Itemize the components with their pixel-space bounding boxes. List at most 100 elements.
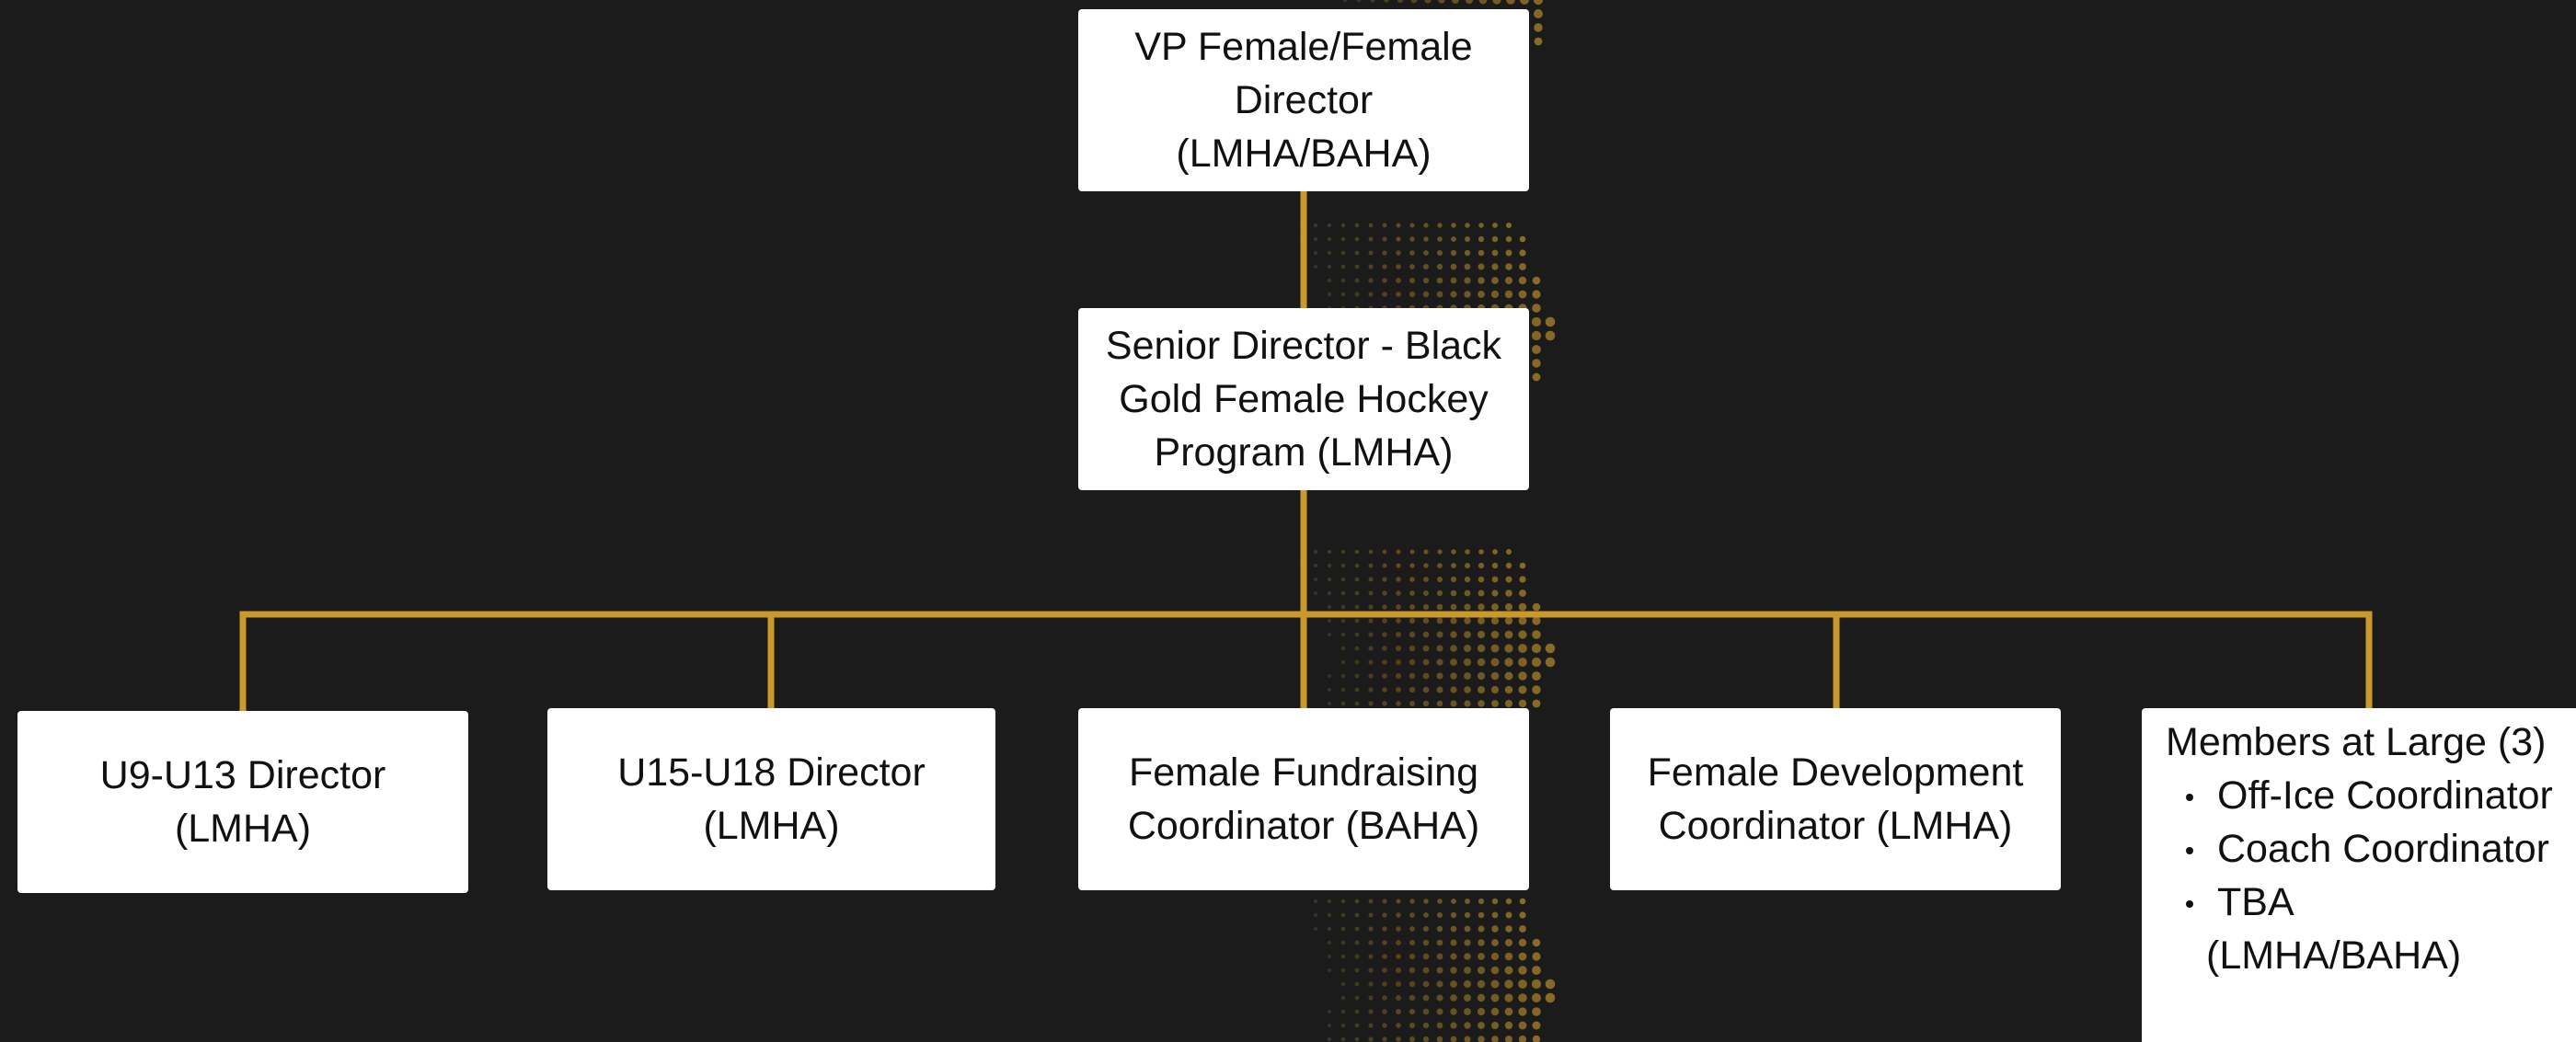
decorative-dot [1396, 646, 1401, 651]
decorative-dot [1328, 674, 1331, 678]
decorative-dot [1532, 938, 1541, 947]
decorative-dot [1531, 330, 1542, 341]
decorative-dot [1354, 632, 1360, 637]
decorative-dot [1478, 223, 1484, 228]
decorative-dot [1396, 1009, 1401, 1014]
decorative-dot [1532, 1021, 1541, 1030]
decorative-dot [1505, 235, 1512, 243]
decorative-dot [1422, 967, 1430, 974]
decorative-dot [1422, 1036, 1430, 1042]
decorative-dot [1519, 925, 1526, 933]
decorative-dot [1396, 1023, 1401, 1028]
decorative-dot [1423, 236, 1429, 242]
decorative-dot [1450, 263, 1457, 270]
decorative-dot [1492, 549, 1498, 555]
decorative-dot [1368, 1009, 1374, 1014]
decorative-dot [1382, 981, 1387, 987]
decorative-dot [1478, 603, 1485, 611]
decorative-dot [1504, 685, 1513, 694]
decorative-dot [1396, 549, 1401, 555]
decorative-dot [1436, 953, 1443, 960]
node-development-coordinator: Female Development Coordinator (LMHA) [1610, 708, 2061, 890]
decorative-dot [1314, 265, 1317, 269]
decorative-dot [1382, 1009, 1387, 1014]
decorative-dot [1327, 618, 1332, 624]
decorative-dot [1436, 925, 1443, 933]
decorative-dot [1409, 953, 1416, 960]
decorative-dot [1368, 618, 1374, 624]
decorative-dot [1506, 223, 1512, 228]
decorative-dot [1477, 658, 1486, 667]
decorative-dot [1519, 263, 1526, 270]
decorative-dot [1464, 291, 1471, 298]
node-u9-u13-director: U9-U13 Director (LMHA) [17, 711, 468, 893]
decorative-dot [1327, 223, 1332, 228]
decorative-dot [1340, 926, 1346, 932]
decorative-dot [1396, 250, 1401, 256]
decorative-dot [1354, 264, 1360, 269]
decorative-dot [1490, 671, 1500, 681]
decorative-dot [1368, 995, 1374, 1001]
node-text-line: Gold Female Hockey [1119, 377, 1489, 421]
decorative-dot [1437, 250, 1443, 256]
decorative-dot [1464, 911, 1471, 919]
decorative-dot [1396, 995, 1401, 1001]
decorative-dot [1354, 659, 1360, 665]
decorative-dot [1396, 912, 1401, 918]
decorative-dot [1354, 646, 1360, 651]
decorative-dot [1518, 658, 1527, 667]
decorative-dot [1532, 671, 1541, 681]
decorative-dot [1518, 616, 1527, 625]
decorative-dot [1464, 939, 1471, 946]
decorative-dot [1491, 911, 1499, 919]
decorative-dot [1368, 549, 1374, 555]
decorative-dot [1382, 549, 1387, 555]
decorative-dot [1464, 277, 1471, 284]
decorative-dot [1396, 940, 1401, 945]
decorative-dot [1490, 979, 1500, 989]
decorative-dot [1477, 1007, 1486, 1016]
decorative-dot [1545, 657, 1556, 668]
decorative-dot [1504, 630, 1513, 639]
decorative-dot [1450, 631, 1457, 638]
decorative-dot [1532, 1007, 1541, 1016]
members-list-item: Coach Coordinator [2166, 822, 2553, 876]
decorative-dot [1424, 0, 1432, 4]
decorative-dot [1422, 291, 1430, 298]
decorative-dot [1409, 631, 1416, 638]
decorative-dot [1368, 264, 1374, 269]
decorative-dot [1396, 954, 1401, 959]
decorative-dot [1451, 236, 1456, 242]
decorative-dot [1518, 1021, 1527, 1030]
decorative-dot [1340, 236, 1346, 242]
decorative-dot [1354, 1009, 1360, 1014]
decorative-dot [1313, 563, 1318, 568]
decorative-dot [1396, 236, 1401, 242]
node-text-line: U9-U13 Director [99, 753, 386, 797]
decorative-dot [1450, 617, 1457, 624]
decorative-dot [1477, 630, 1486, 639]
decorative-dot [1422, 1008, 1430, 1015]
decorative-dot [1423, 549, 1429, 555]
decorative-dot [1505, 277, 1512, 284]
decorative-dot [1409, 1008, 1416, 1015]
decorative-dot [1504, 290, 1513, 299]
decorative-dot [1464, 617, 1471, 624]
decorative-dot [1491, 562, 1499, 569]
decorative-dot [1354, 687, 1360, 693]
decorative-dot [1340, 912, 1346, 918]
members-list-item: TBA [2166, 876, 2553, 929]
decorative-dot [1422, 953, 1430, 960]
decorative-dot [1327, 278, 1332, 283]
decorative-dot [1518, 644, 1527, 653]
decorative-dot [1491, 277, 1499, 284]
decorative-dot [1422, 603, 1430, 611]
decorative-dot [1396, 632, 1401, 637]
decorative-dot [1518, 1035, 1527, 1042]
decorative-dot [1354, 981, 1360, 987]
decorative-dot [1436, 672, 1443, 680]
decorative-dot [1532, 1035, 1541, 1042]
decorative-dot [1464, 994, 1471, 1002]
decorative-dot [1545, 330, 1556, 341]
decorative-dot [1382, 940, 1387, 945]
